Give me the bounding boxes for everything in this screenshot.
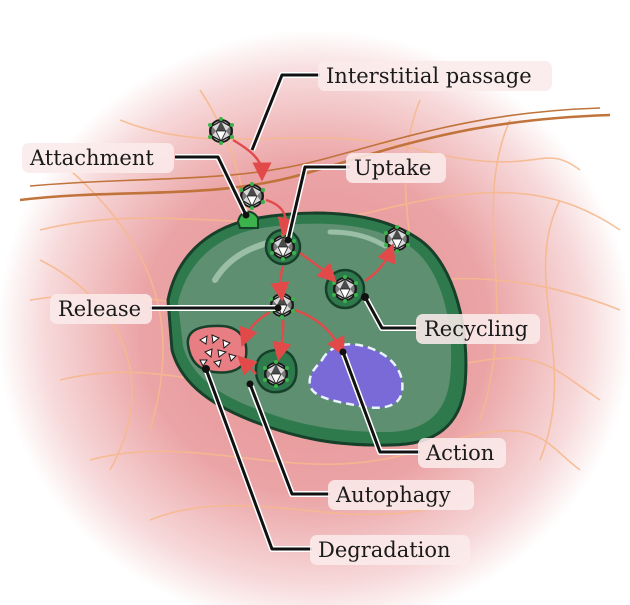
- label-attachment-text: Attachment: [29, 146, 154, 170]
- label-release: Release: [50, 294, 152, 324]
- label-action: Action: [418, 438, 506, 468]
- label-degradation: Degradation: [310, 535, 470, 565]
- label-degradation-text: Degradation: [318, 538, 451, 562]
- nucleus: [308, 343, 404, 409]
- pathway-arrows: [232, 138, 396, 376]
- label-autophagy-text: Autophagy: [335, 483, 451, 507]
- label-recycling-text: Recycling: [424, 317, 528, 341]
- label-recycling: Recycling: [416, 314, 540, 344]
- label-autophagy: Autophagy: [328, 480, 474, 510]
- degraded-fragments: [199, 334, 237, 368]
- label-uptake: Uptake: [346, 153, 446, 183]
- label-release-text: Release: [58, 297, 141, 321]
- label-interstitial-passage-text: Interstitial passage: [326, 64, 532, 88]
- leader-endpoints: [202, 211, 369, 388]
- label-uptake-text: Uptake: [354, 156, 431, 180]
- label-interstitial-passage: Interstitial passage: [318, 61, 552, 91]
- label-action-text: Action: [425, 441, 494, 465]
- label-attachment: Attachment: [22, 143, 174, 173]
- leader-lines: [150, 72, 420, 552]
